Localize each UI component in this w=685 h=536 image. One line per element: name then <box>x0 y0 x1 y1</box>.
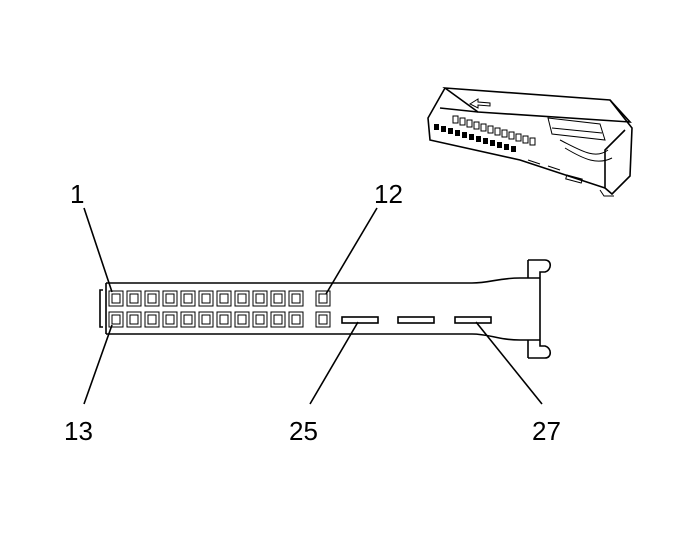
cavity-10 <box>270 290 286 307</box>
slot-26 <box>397 316 435 324</box>
cavity-13 <box>108 311 124 328</box>
bottom-row-cavities <box>108 311 331 328</box>
iso-bottom-cavities <box>434 124 516 152</box>
cavity-22 <box>270 311 286 328</box>
cavity-3 <box>144 290 160 307</box>
cavity-16 <box>162 311 178 328</box>
iso-top-cavities <box>452 115 536 146</box>
leader-pin-1 <box>83 207 113 293</box>
slot-25 <box>341 316 379 324</box>
label-pin-1: 1 <box>70 179 84 209</box>
cavity-19 <box>216 311 232 328</box>
cavity-7 <box>216 290 232 307</box>
cavity-8 <box>234 290 250 307</box>
cavity-21 <box>252 311 268 328</box>
cavity-6 <box>198 290 214 307</box>
connector-face-view <box>99 259 552 359</box>
cavity-1 <box>108 290 124 307</box>
cavity-24 <box>315 311 331 328</box>
slot-cavities <box>341 316 492 324</box>
leader-pin-25 <box>309 321 359 405</box>
cavity-23 <box>288 311 304 328</box>
label-pin-25: 25 <box>289 416 318 446</box>
label-pin-13: 13 <box>64 416 93 446</box>
label-pin-12: 12 <box>374 179 403 209</box>
cavity-11 <box>288 290 304 307</box>
top-row-cavities <box>108 290 331 307</box>
cavity-4 <box>162 290 178 307</box>
leader-pin-27 <box>475 321 543 405</box>
cavity-17 <box>180 311 196 328</box>
cavity-20 <box>234 311 250 328</box>
cavity-9 <box>252 290 268 307</box>
leader-pin-13 <box>83 324 113 405</box>
leader-lines <box>83 207 543 405</box>
cavity-5 <box>180 290 196 307</box>
label-pin-27: 27 <box>532 416 561 446</box>
cavity-15 <box>144 311 160 328</box>
cavity-18 <box>198 311 214 328</box>
leader-pin-12 <box>325 207 378 295</box>
cavity-12 <box>315 290 331 307</box>
slot-27 <box>454 316 492 324</box>
cavity-14 <box>126 311 142 328</box>
cavity-2 <box>126 290 142 307</box>
connector-isometric-view <box>427 86 633 197</box>
